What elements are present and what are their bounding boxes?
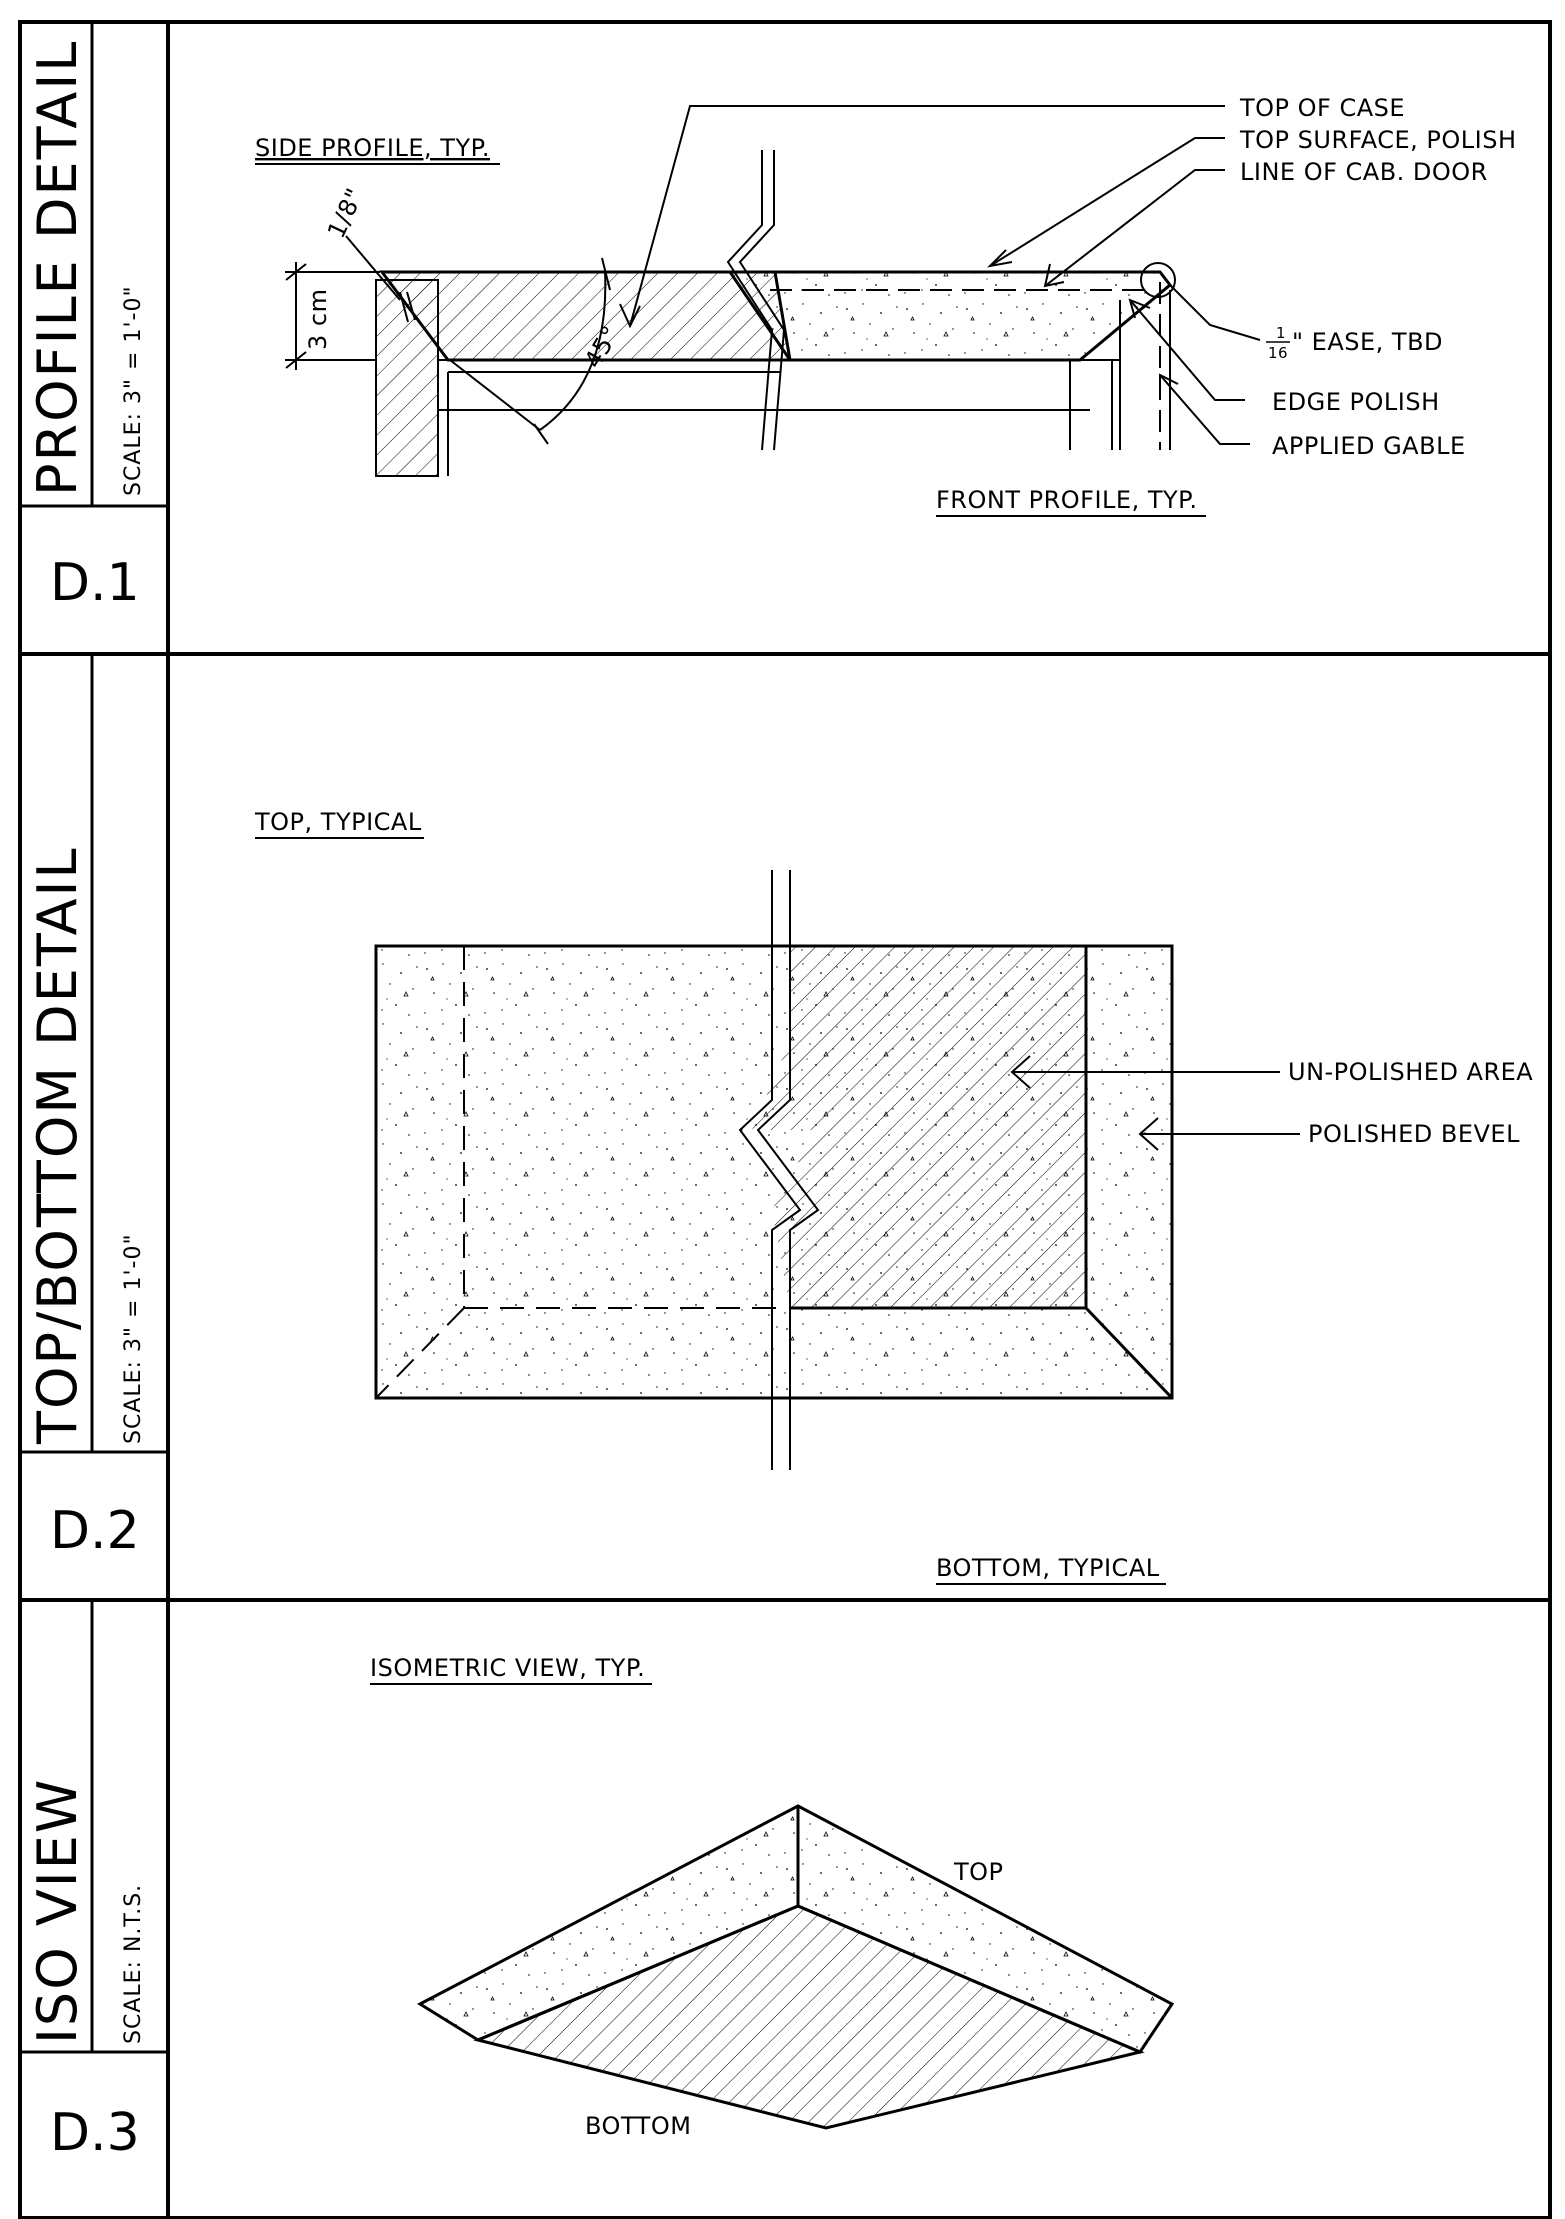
detail-title-d3: ISO VIEW xyxy=(26,1778,89,2044)
break-line-2 xyxy=(738,150,786,451)
eighth-dimension-label: 1/8" xyxy=(322,184,369,243)
sheet-frame xyxy=(18,20,1552,2219)
detail-number-d3: D.3 xyxy=(50,2103,140,2163)
detail-scale-d2: SCALE: 3" = 1'-0" xyxy=(121,1233,146,1444)
leader-lines xyxy=(619,105,1261,445)
detail-title-d1: PROFILE DETAIL xyxy=(26,40,89,496)
label-iso-view: ISOMETRIC VIEW, TYP. xyxy=(370,1654,645,1682)
label-unpolished: UN-POLISHED AREA xyxy=(1288,1058,1533,1086)
label-ease-numerator: 1 xyxy=(1276,324,1286,342)
thickness-dimension-label: 3 cm xyxy=(304,289,332,350)
profile-detail-drawing: 3 cm 1/8" 45° SID xyxy=(255,94,1517,517)
label-iso-top: TOP xyxy=(953,1858,1004,1886)
label-applied-gable: APPLIED GABLE xyxy=(1272,432,1466,460)
bevel-lines xyxy=(790,946,1174,1400)
detail-number-d1: D.1 xyxy=(50,553,140,613)
eighth-dimension xyxy=(345,235,416,323)
label-ease: " EASE, TBD xyxy=(1292,328,1443,356)
label-bottom-typical: BOTTOM, TYPICAL xyxy=(936,1554,1160,1582)
leader-lines-d2 xyxy=(1010,1055,1300,1151)
front-profile-slab xyxy=(727,270,1173,362)
label-front-profile: FRONT PROFILE, TYP. xyxy=(936,486,1198,514)
label-side-profile: SIDE PROFILE, TYP. xyxy=(255,134,490,162)
iso-view-drawing: ISOMETRIC VIEW, TYP. TOP BOTTOM xyxy=(370,1654,1175,2140)
title-block-dividers xyxy=(20,22,168,2054)
edge-detail-circle xyxy=(1140,262,1176,298)
dashed-bevel-lines xyxy=(375,946,780,1399)
detail-number-d2: D.2 xyxy=(50,1501,140,1561)
label-top-surface: TOP SURFACE, POLISH xyxy=(1239,126,1517,154)
iso-bottom-face xyxy=(473,1904,1145,2130)
label-edge-polish: EDGE POLISH xyxy=(1272,388,1440,416)
label-polished-bevel: POLISHED BEVEL xyxy=(1308,1120,1520,1148)
thickness-dimension xyxy=(285,262,380,370)
unpolished-area xyxy=(752,946,1086,1308)
label-top-typical: TOP, TYPICAL xyxy=(254,808,422,836)
detail-title-d2: TOP/BOTTOM DETAIL xyxy=(26,846,89,1445)
label-ease-denominator: 16 xyxy=(1268,344,1288,362)
label-line-of-door: LINE OF CAB. DOOR xyxy=(1240,158,1488,186)
detail-scale-d1: SCALE: 3" = 1'-0" xyxy=(121,285,146,496)
top-bottom-detail-drawing: TOP, TYPICAL UN-POLISHED AREA POLISHED B… xyxy=(254,808,1533,1585)
label-top-of-case: TOP OF CASE xyxy=(1239,94,1405,122)
angle-dimension xyxy=(449,257,611,445)
break-line xyxy=(726,150,774,451)
detail-scale-d3: SCALE: N.T.S. xyxy=(121,1884,146,2044)
break-line-top xyxy=(738,870,820,1470)
label-iso-bottom: BOTTOM xyxy=(585,2112,691,2140)
